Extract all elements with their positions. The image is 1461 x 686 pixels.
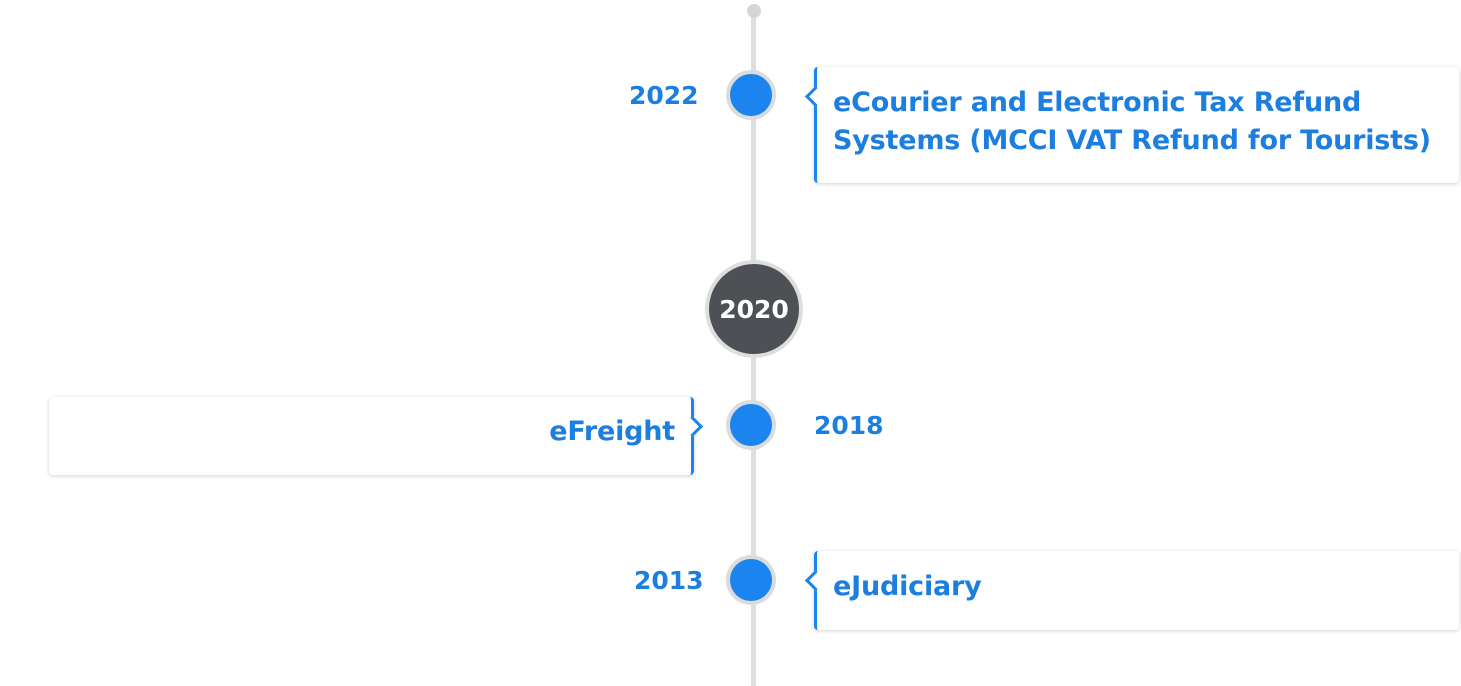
timeline-entry-dot xyxy=(726,400,776,450)
timeline-entry-dot xyxy=(726,555,776,605)
card-pointer xyxy=(804,569,827,592)
milestone-year: 2020 xyxy=(719,294,789,324)
timeline-entry-card[interactable]: eFreight xyxy=(49,397,704,475)
timeline-entry-card[interactable]: eJudiciary xyxy=(804,551,1459,630)
timeline-entry-year: 2013 xyxy=(634,566,704,595)
timeline-entry-title: eFreight xyxy=(549,416,675,447)
timeline-entry-year: 2018 xyxy=(814,411,884,440)
timeline-entry-title: eJudiciary xyxy=(833,571,982,602)
timeline-spine-cap xyxy=(747,4,761,18)
card-pointer xyxy=(804,85,827,108)
timeline-entry-year: 2022 xyxy=(629,81,699,110)
timeline-entry-card[interactable]: eCourier and Electronic Tax Refund Syste… xyxy=(804,67,1459,183)
timeline-entry-dot xyxy=(726,70,776,120)
timeline-milestone: 2020 xyxy=(705,260,803,358)
timeline-entry-title: eCourier and Electronic Tax Refund Syste… xyxy=(833,87,1431,156)
card-pointer xyxy=(681,415,704,438)
